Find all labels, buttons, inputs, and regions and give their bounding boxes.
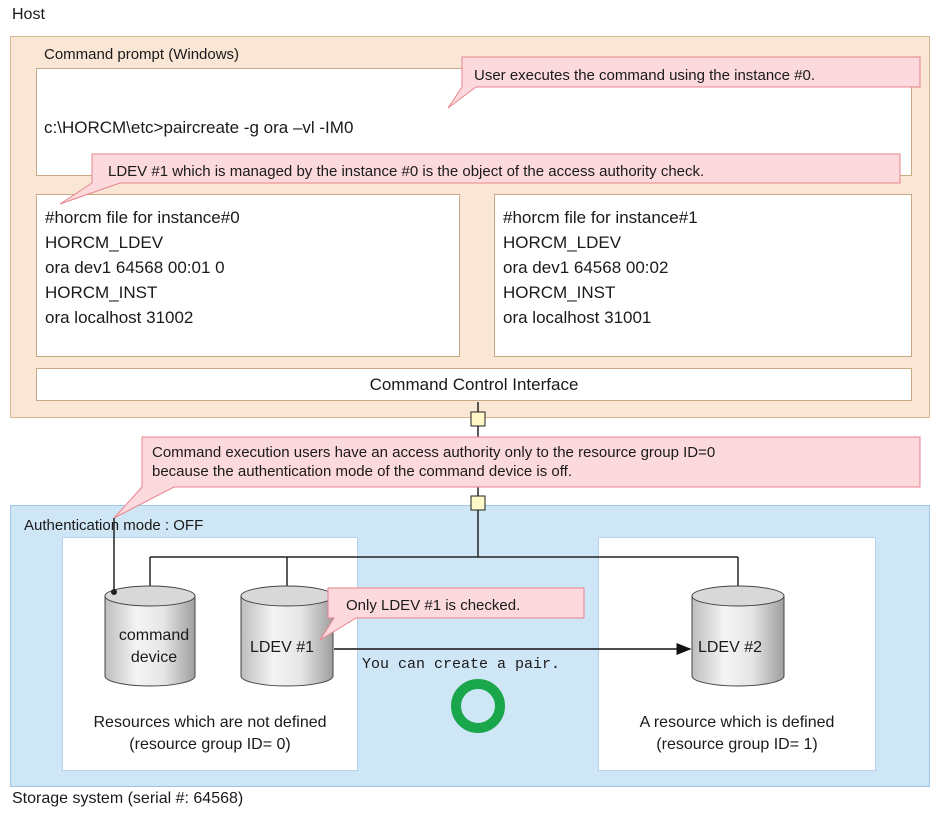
port-icon: [470, 411, 486, 427]
callout-user-executes-text: User executes the command using the inst…: [474, 67, 816, 84]
ok-circle-icon: [451, 679, 505, 733]
config-line: ora localhost 31002: [45, 308, 194, 327]
config-line: HORCM_LDEV: [45, 233, 164, 252]
config-line: HORCM_INST: [503, 283, 616, 302]
ldev1-cylinder: [240, 585, 334, 687]
config-line: HORCM_LDEV: [503, 233, 622, 252]
ldev2-label: LDEV #2: [697, 639, 763, 656]
caption-line: A resource which is defined: [639, 714, 835, 731]
ldev1-label: LDEV #1: [249, 639, 315, 656]
caption-line: (resource group ID= 0): [129, 736, 291, 753]
config-line: #horcm file for instance#1: [503, 208, 698, 227]
config-line: HORCM_INST: [45, 283, 158, 302]
storage-system-title: Storage system (serial #: 64568): [12, 790, 244, 807]
caption-line: Resources which are not defined: [93, 714, 327, 731]
caption-line: (resource group ID= 1): [656, 736, 818, 753]
callout-ldev-object-text: LDEV #1 which is managed by the instance…: [108, 163, 705, 180]
horcm-config-instance-0: #horcm file for instance#0 HORCM_LDEV or…: [36, 194, 460, 357]
command-line: c:\HORCM\etc>paircreate -g ora –vl -IM0: [44, 118, 354, 137]
ldev2-cylinder: [691, 585, 785, 687]
create-pair-label: You can create a pair.: [362, 656, 561, 673]
config-line: #horcm file for instance#0: [45, 208, 240, 227]
callout-only-ldev1: [319, 587, 585, 641]
command-device-label-line: command: [118, 627, 190, 644]
callout-ldev-object: [59, 153, 901, 205]
command-prompt-title: Command prompt (Windows): [44, 46, 240, 63]
config-line: ora dev1 64568 00:02: [503, 258, 669, 277]
command-device-label-line: device: [130, 649, 178, 666]
host-title: Host: [12, 6, 45, 23]
resource-group-0-caption: Resources which are not defined (resourc…: [62, 712, 358, 756]
port-icon: [470, 495, 486, 511]
callout-user-executes: [447, 56, 921, 109]
horcm-config-instance-1: #horcm file for instance#1 HORCM_LDEV or…: [494, 194, 912, 357]
command-device-cylinder: [104, 585, 196, 687]
callout-line: because the authentication mode of the c…: [152, 463, 572, 480]
callout-access-authority-text: Command execution users have an access a…: [152, 443, 715, 481]
config-line: ora localhost 31001: [503, 308, 652, 327]
callout-line: Command execution users have an access a…: [152, 444, 716, 461]
resource-group-1-caption: A resource which is defined (resource gr…: [598, 712, 876, 756]
callout-access-authority: [111, 436, 921, 595]
config-line: ora dev1 64568 00:01 0: [45, 258, 225, 277]
command-control-interface: Command Control Interface: [36, 368, 912, 401]
callout-only-ldev1-text: Only LDEV #1 is checked.: [346, 597, 521, 614]
command-device-label: command device: [106, 625, 202, 669]
